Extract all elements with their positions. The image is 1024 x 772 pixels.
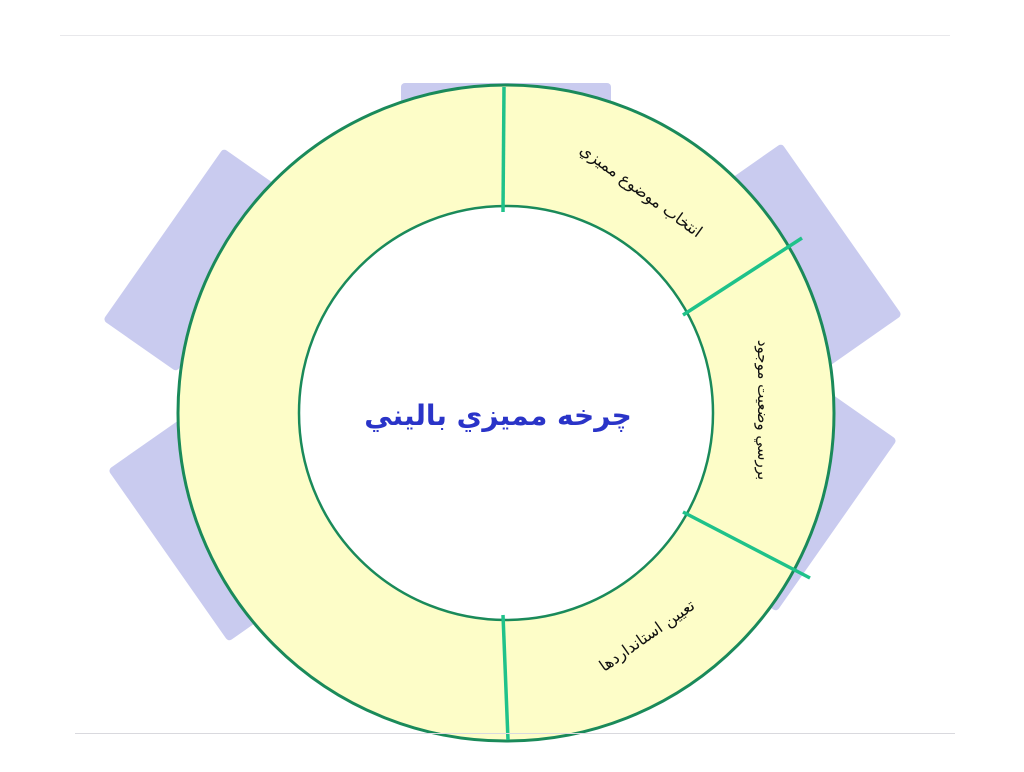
bottom-divider-line	[75, 733, 955, 734]
gear-tab-top-left	[104, 149, 296, 371]
segment-divider-top	[501, 86, 506, 213]
top-divider-line	[60, 35, 950, 36]
segment-divider-lower-right	[682, 510, 811, 580]
segment-label-assess-current-status: بررسي وضعيت موجود	[753, 340, 772, 480]
center-circle	[297, 204, 715, 622]
cycle-title: چرخه مميزي باليني	[364, 399, 632, 432]
segment-divider-bottom	[501, 614, 510, 741]
segment-divider-upper-right	[682, 236, 803, 317]
